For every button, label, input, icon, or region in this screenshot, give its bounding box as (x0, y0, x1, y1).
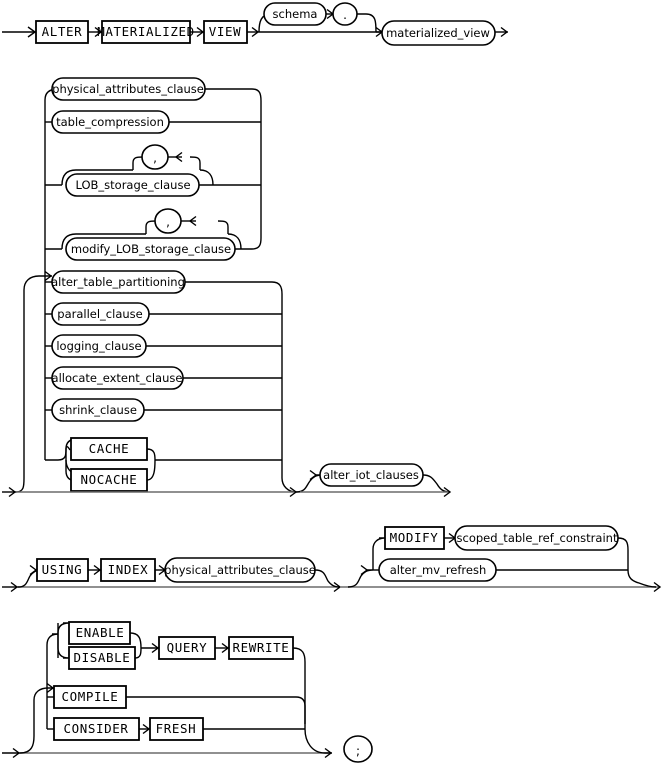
keyword-modify: MODIFY (390, 530, 439, 545)
nonterminal-materialized-view: materialized_view (386, 26, 490, 40)
keyword-disable: DISABLE (74, 650, 131, 665)
nonterminal-modify-lob-storage-clause: modify_LOB_storage_clause (71, 242, 231, 256)
keyword-consider: CONSIDER (63, 721, 128, 736)
terminal-dot: . (343, 8, 347, 22)
keyword-query: QUERY (167, 640, 208, 655)
nonterminal-alter-iot-clauses: alter_iot_clauses (323, 468, 419, 482)
terminal-semicolon: ; (356, 744, 360, 758)
keyword-alter: ALTER (42, 24, 83, 39)
nonterminal-schema: schema (273, 7, 318, 21)
keyword-index: INDEX (108, 562, 149, 577)
row-1-group: ALTER MATERIALIZED VIEW schema . materia… (2, 2, 509, 46)
keyword-compile: COMPILE (62, 689, 119, 704)
terminal-circle-semicolon (343, 735, 373, 763)
nonterminal-alter-table-partitioning: alter_table_partitioning (51, 275, 185, 289)
nonterminal-shrink-clause: shrink_clause (59, 403, 137, 417)
keyword-materialized: MATERIALIZED (97, 24, 195, 39)
row-2-group: physical_attributes_clause table_compres… (2, 77, 452, 498)
nonterminal-allocate-extent-clause: allocate_extent_clause (52, 371, 183, 385)
keyword-using: USING (42, 562, 83, 577)
row-3-group: USING INDEX physical_attributes_clause M… (2, 525, 662, 593)
nonterminal-table-compression: table_compression (56, 115, 164, 129)
nonterminal-alter-mv-refresh: alter_mv_refresh (390, 563, 487, 577)
keyword-nocache: NOCACHE (81, 472, 138, 487)
keyword-cache: CACHE (89, 441, 130, 456)
keyword-view: VIEW (209, 24, 242, 39)
nonterminal-physical-attributes-clause-2: physical_attributes_clause (164, 563, 316, 577)
keyword-fresh: FRESH (156, 721, 197, 736)
terminal-comma-modify-lob: , (166, 215, 170, 229)
nonterminal-physical-attributes-clause: physical_attributes_clause (52, 82, 204, 96)
nonterminal-logging-clause: logging_clause (56, 339, 141, 353)
nonterminal-scoped-table-ref-constraint: scoped_table_ref_constraint (457, 531, 618, 545)
nonterminal-lob-storage-clause: LOB_storage_clause (75, 178, 190, 192)
keyword-rewrite: REWRITE (233, 640, 290, 655)
terminal-comma-lob: , (153, 151, 157, 165)
nonterminal-parallel-clause: parallel_clause (57, 307, 142, 321)
row-4-group: ENABLE DISABLE QUERY REWRITE COMPILE CON… (2, 621, 373, 763)
keyword-enable: ENABLE (76, 625, 125, 640)
nonterminal-oval-materialized-view (381, 20, 496, 46)
